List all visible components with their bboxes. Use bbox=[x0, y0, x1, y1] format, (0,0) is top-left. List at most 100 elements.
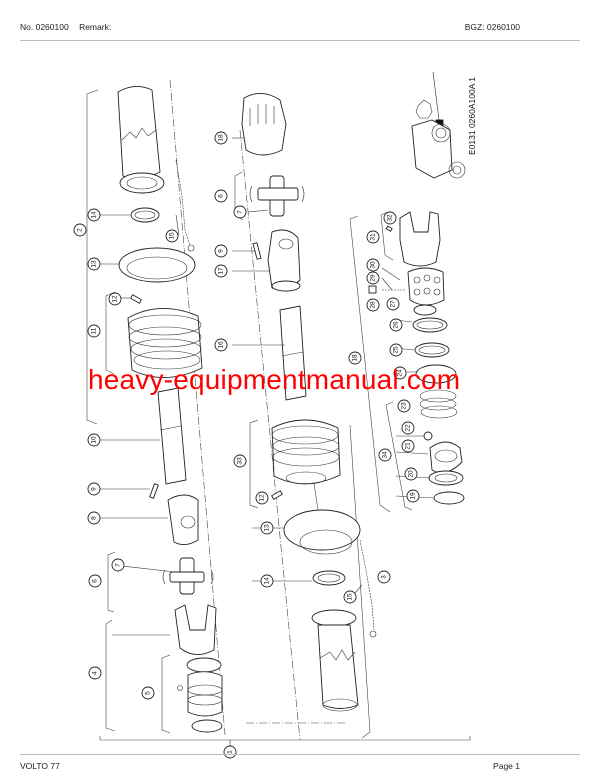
svg-text:8: 8 bbox=[91, 516, 98, 520]
bracket-31 bbox=[380, 211, 394, 261]
callout-22: 22 bbox=[401, 421, 415, 435]
svg-text:31: 31 bbox=[370, 233, 377, 241]
page-number: Page 1 bbox=[493, 761, 520, 771]
svg-text:14: 14 bbox=[264, 577, 271, 585]
svg-text:21: 21 bbox=[405, 442, 412, 450]
callout-9-mid: 9 bbox=[214, 244, 228, 258]
svg-text:15: 15 bbox=[169, 232, 176, 240]
ball-22 bbox=[423, 431, 433, 441]
yoke-31 bbox=[399, 211, 441, 267]
callout-6-mid: 6 bbox=[214, 189, 228, 203]
footer-divider bbox=[20, 754, 580, 755]
callout-23: 23 bbox=[397, 399, 411, 413]
reference-code: E0131 0260A100A 1 bbox=[467, 65, 481, 155]
callout-15-mid: 15 bbox=[343, 590, 357, 604]
callout-19: 19 bbox=[406, 489, 420, 503]
callout-18-yoke: 18 bbox=[214, 131, 228, 145]
callout-26: 26 bbox=[389, 318, 403, 332]
callout-8: 8 bbox=[87, 511, 101, 525]
svg-text:25: 25 bbox=[393, 346, 400, 354]
callout-2: 2 bbox=[73, 223, 87, 237]
callout-14-mid: 14 bbox=[260, 574, 274, 588]
svg-text:9: 9 bbox=[218, 249, 225, 253]
callout-31: 31 bbox=[366, 230, 380, 244]
svg-text:10: 10 bbox=[91, 436, 98, 444]
callout-30: 30 bbox=[366, 258, 380, 272]
callout-14-left: 14 bbox=[87, 208, 101, 222]
ring-26 bbox=[412, 317, 448, 333]
bracket-33 bbox=[249, 419, 259, 509]
bracket-2 bbox=[86, 89, 99, 425]
callout-21: 21 bbox=[401, 439, 415, 453]
watermark-text: heavy-equipmentmanual.com bbox=[88, 364, 461, 395]
svg-text:26: 26 bbox=[393, 321, 400, 329]
callout-13-mid: 13 bbox=[260, 521, 274, 535]
divider-line-left bbox=[169, 79, 226, 736]
callout-6-left: 6 bbox=[88, 574, 102, 588]
callout-11: 11 bbox=[87, 324, 101, 338]
cross-journal-7-mid bbox=[249, 175, 305, 217]
callout-29: 29 bbox=[366, 271, 380, 285]
bracket-18 bbox=[349, 215, 391, 513]
bracket-5 bbox=[161, 654, 171, 734]
remark-label: Remark: bbox=[79, 22, 112, 32]
outer-yoke-18 bbox=[241, 93, 287, 156]
callout-7-left: 7 bbox=[111, 558, 125, 572]
model-name: VOLTO 77 bbox=[20, 761, 60, 771]
callout-28: 28 bbox=[366, 298, 380, 312]
svg-text:12: 12 bbox=[112, 295, 119, 303]
svg-text:5: 5 bbox=[145, 691, 152, 695]
ring-19 bbox=[433, 491, 465, 505]
svg-text:9: 9 bbox=[91, 487, 98, 491]
callout-33: 33 bbox=[233, 454, 247, 468]
overview-thumbnail bbox=[411, 71, 466, 179]
callout-3: 3 bbox=[377, 570, 391, 584]
clutch-hub-30 bbox=[407, 267, 445, 316]
callout-9-left: 9 bbox=[87, 482, 101, 496]
callout-12-left: 12 bbox=[108, 292, 122, 306]
svg-text:20: 20 bbox=[408, 470, 415, 478]
bracket-11 bbox=[105, 291, 116, 375]
grease-nipple-32 bbox=[385, 225, 393, 232]
inner-yoke-17 bbox=[267, 229, 301, 292]
callout-12-mid: 12 bbox=[255, 491, 269, 505]
callout-17: 17 bbox=[214, 264, 228, 278]
callout-25: 25 bbox=[389, 343, 403, 357]
callout-24: 24 bbox=[393, 366, 407, 380]
safety-chain-15-mid bbox=[359, 539, 377, 638]
callout-10: 10 bbox=[87, 433, 101, 447]
svg-text:28: 28 bbox=[370, 301, 377, 309]
svg-text:4: 4 bbox=[92, 671, 99, 675]
callout-27: 27 bbox=[386, 297, 400, 311]
callout-20: 20 bbox=[404, 467, 418, 481]
cross-journal-7-left bbox=[162, 557, 214, 595]
svg-text:2: 2 bbox=[77, 228, 84, 232]
svg-text:34: 34 bbox=[382, 451, 389, 459]
svg-text:18: 18 bbox=[352, 354, 359, 362]
svg-text:18: 18 bbox=[218, 134, 225, 142]
safety-chain-15-upper bbox=[175, 159, 195, 252]
svg-text:3: 3 bbox=[381, 575, 388, 579]
document-number: No. 0260100 bbox=[20, 22, 69, 32]
svg-text:30: 30 bbox=[370, 261, 377, 269]
bearing-ring-14-upper bbox=[130, 207, 160, 223]
housing-21 bbox=[429, 441, 463, 474]
bearing-ring-14-mid bbox=[312, 570, 346, 586]
reference-code-text: E0131 0260A100A 1 bbox=[467, 77, 477, 155]
svg-text:27: 27 bbox=[390, 300, 397, 308]
svg-text:7: 7 bbox=[237, 210, 244, 214]
callout-18-group: 18 bbox=[348, 351, 362, 365]
svg-text:16: 16 bbox=[218, 341, 225, 349]
svg-text:1: 1 bbox=[227, 750, 234, 754]
callout-5: 5 bbox=[141, 686, 155, 700]
svg-text:23: 23 bbox=[401, 402, 408, 410]
guard-tube-upper bbox=[117, 86, 165, 194]
divider-line-mid bbox=[239, 129, 301, 741]
guard-cone-13-upper bbox=[118, 247, 196, 283]
svg-text:6: 6 bbox=[218, 194, 225, 198]
bracket-34 bbox=[385, 401, 413, 511]
svg-text:7: 7 bbox=[115, 563, 122, 567]
svg-text:29: 29 bbox=[370, 274, 377, 282]
svg-text:13: 13 bbox=[264, 524, 271, 532]
